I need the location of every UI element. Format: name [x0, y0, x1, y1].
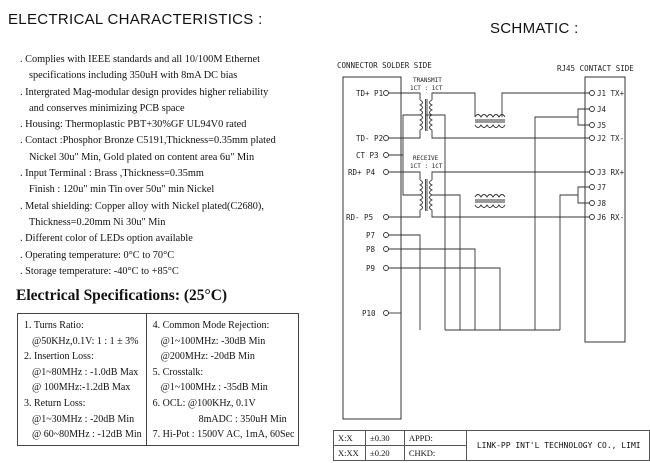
pin-label: RD+ P4 [348, 168, 376, 177]
pin-label: TD+ P1 [356, 89, 383, 98]
left-pin-labels: TD+ P1 TD- P2 CT P3 RD+ P4 RD- P5 P7 P8 … [346, 89, 383, 318]
spec-heading: Electrical Specifications: (25°C) [16, 287, 228, 304]
feature-line: . Metal shielding: Copper alloy with Nic… [20, 200, 264, 212]
spec-line: @1~100MHz : -35dB Min [160, 382, 268, 394]
pin-label: J3 RX+ [597, 168, 625, 177]
spec-line: @50KHz,0.1V: 1 : 1 ± 3% [32, 335, 139, 347]
feature-line: Finish : 120u" min Tin over 50u" min Nic… [29, 184, 215, 196]
left-side-label: CONNECTOR SOLDER SIDE [337, 61, 432, 70]
pin-label: TD- P2 [356, 134, 383, 143]
transmit-label: TRANSMIT [413, 77, 442, 84]
features-list: . Complies with IEEE standards and all 1… [20, 52, 276, 280]
feature-line: Thickness=0.20mm Ni 30u" Min [29, 216, 166, 228]
feature-line: . Input Terminal : Brass ,Thickness=0.35… [20, 168, 204, 180]
pin-label: J1 TX+ [597, 89, 625, 98]
spec-line: @1~30MHz : -20dB Min [32, 413, 135, 425]
spec-column-2: 4. Common Mode Rejection: @1~100MHz: -30… [145, 313, 300, 446]
pin-circles [383, 90, 595, 316]
pin-label: J8 [597, 199, 607, 208]
feature-line: . Contact :Phosphor Bronze C5191,Thickne… [20, 135, 276, 147]
spec-line: 8mADC : 350uH Min [198, 413, 287, 425]
company-name: LINK-PP INT'L TECHNOLOGY CO., LIMI [465, 430, 650, 461]
feature-line: . Operating temperature: 0°C to 70°C [20, 249, 175, 261]
feature-line: . Intergrated Mag-modular design provide… [20, 86, 269, 98]
spec-line: 4. Common Mode Rejection: [152, 320, 270, 331]
spec-line: @ 100MHz:-1.2dB Max [32, 382, 131, 394]
tolerance-label: X:XX [332, 445, 367, 461]
tolerance-label: X:X [332, 430, 367, 446]
spec-table: 1. Turns Ratio: @50KHz,0.1V: 1 : 1 ± 3% … [17, 313, 300, 446]
pin-label: J7 [597, 183, 606, 192]
receive-ratio: 1CT : 1CT [410, 163, 443, 170]
pin-label: RD- P5 [346, 213, 373, 222]
feature-line: . Complies with IEEE standards and all 1… [20, 54, 260, 65]
pin-label: CT P3 [356, 151, 379, 160]
spec-line: @ 60~80MHz : -12dB Min [32, 429, 142, 441]
pin-label: J2 TX- [597, 134, 624, 143]
right-side-label: RJ45 CONTACT SIDE [557, 64, 634, 73]
tolerance-value: ±0.20 [365, 445, 405, 461]
spec-line: 1. Turns Ratio: [24, 320, 84, 331]
checked-field: CHKD: [403, 445, 467, 461]
feature-line: . Storage temperature: -40°C to +85°C [20, 265, 179, 277]
connector-box [342, 76, 402, 420]
pin-label: P8 [366, 245, 376, 254]
spec-line: 2. Insertion Loss: [24, 351, 94, 363]
pin-label: J6 RX- [597, 213, 624, 222]
pin-label: P9 [366, 264, 375, 273]
rj45-box [584, 76, 626, 343]
schematic-heading: SCHMATIC : [490, 20, 579, 37]
spec-line: @1~80MHz : -1.0dB Max [32, 366, 139, 378]
feature-line: . Different color of LEDs option availab… [20, 233, 193, 245]
spec-line: @1~100MHz: -30dB Min [160, 335, 266, 347]
pin-label: J5 [597, 121, 606, 130]
title-block: X:X ±0.30 APPD: LINK-PP INT'L TECHNOLOGY… [332, 430, 650, 461]
feature-line: specifications including 350uH with 8mA … [29, 70, 238, 82]
wiring [386, 92, 590, 331]
spec-line: 3. Return Loss: [24, 397, 86, 409]
receive-label: RECEIVE [413, 155, 439, 162]
pin-label: J4 [597, 105, 607, 114]
spec-column-1: 1. Turns Ratio: @50KHz,0.1V: 1 : 1 ± 3% … [17, 313, 147, 446]
feature-line: Nickel 30u" Min, Gold plated on content … [29, 151, 255, 163]
pin-label: P10 [362, 309, 376, 318]
spec-line: @200MHz: -20dB Min [160, 351, 255, 363]
spec-line: 5. Crosstalk: [152, 366, 204, 378]
spec-line: 7. Hi-Pot : 1500V AC, 1mA, 60Sec [152, 429, 295, 441]
right-pin-labels: J1 TX+ J4 J5 J2 TX- J3 RX+ J7 J8 J6 RX- [597, 89, 625, 222]
characteristics-heading: ELECTRICAL CHARACTERISTICS : [8, 11, 263, 28]
pin-label: P7 [366, 231, 375, 240]
transmit-ratio: 1CT : 1CT [410, 85, 443, 92]
approved-field: APPD: [403, 430, 467, 446]
tolerance-value: ±0.30 [365, 430, 405, 446]
spec-line: 6. OCL: @100KHz, 0.1V [152, 397, 256, 409]
feature-line: . Housing: Thermoplastic PBT+30%GF UL94V… [20, 119, 247, 131]
feature-line: and conserves minimizing PCB space [29, 102, 185, 114]
